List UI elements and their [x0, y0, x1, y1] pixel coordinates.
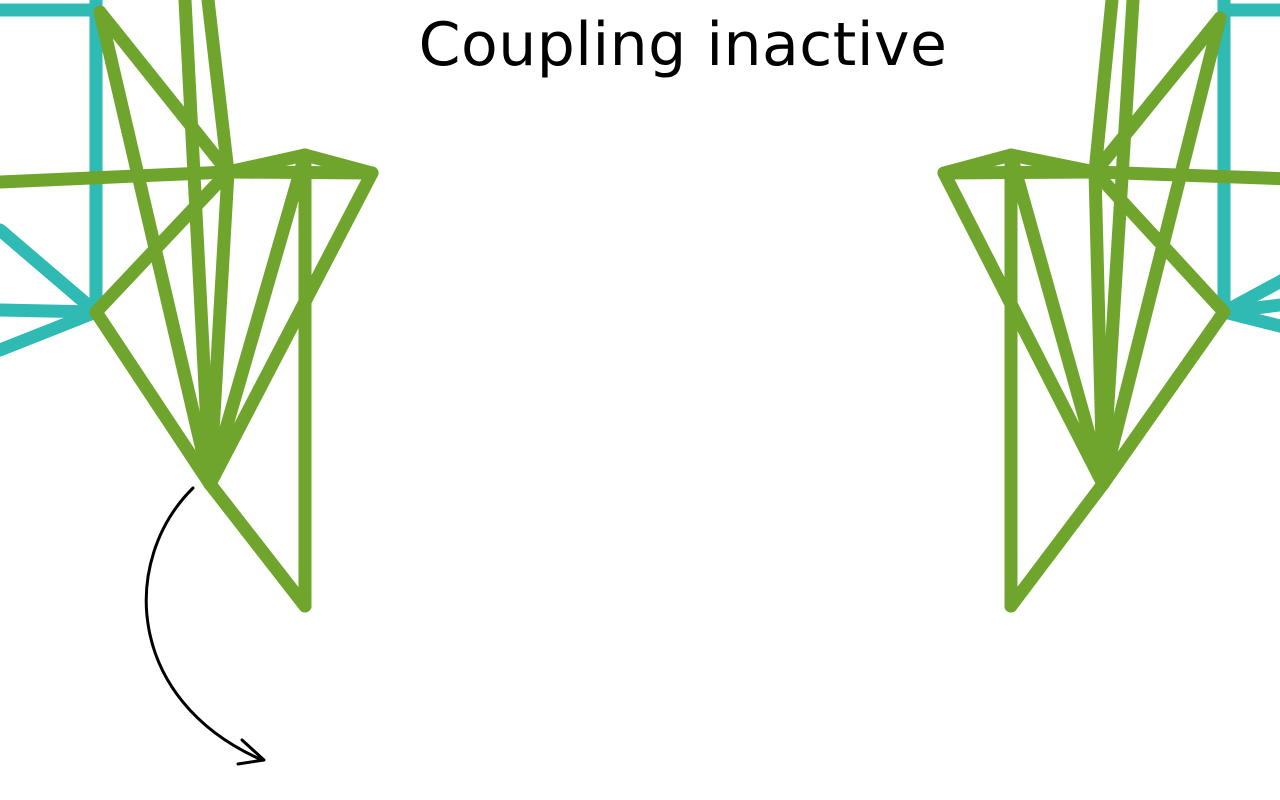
- curved-arrow-icon: [144, 486, 266, 766]
- right-truss-icon: [937, 0, 1280, 613]
- diagram-title: Coupling inactive: [418, 10, 948, 80]
- right-teal-frame: [1217, 0, 1280, 333]
- left-teal-frame: [0, 0, 103, 357]
- left-green-struts: [0, 0, 379, 613]
- right-green-struts: [937, 0, 1280, 613]
- left-truss-icon: [0, 0, 379, 613]
